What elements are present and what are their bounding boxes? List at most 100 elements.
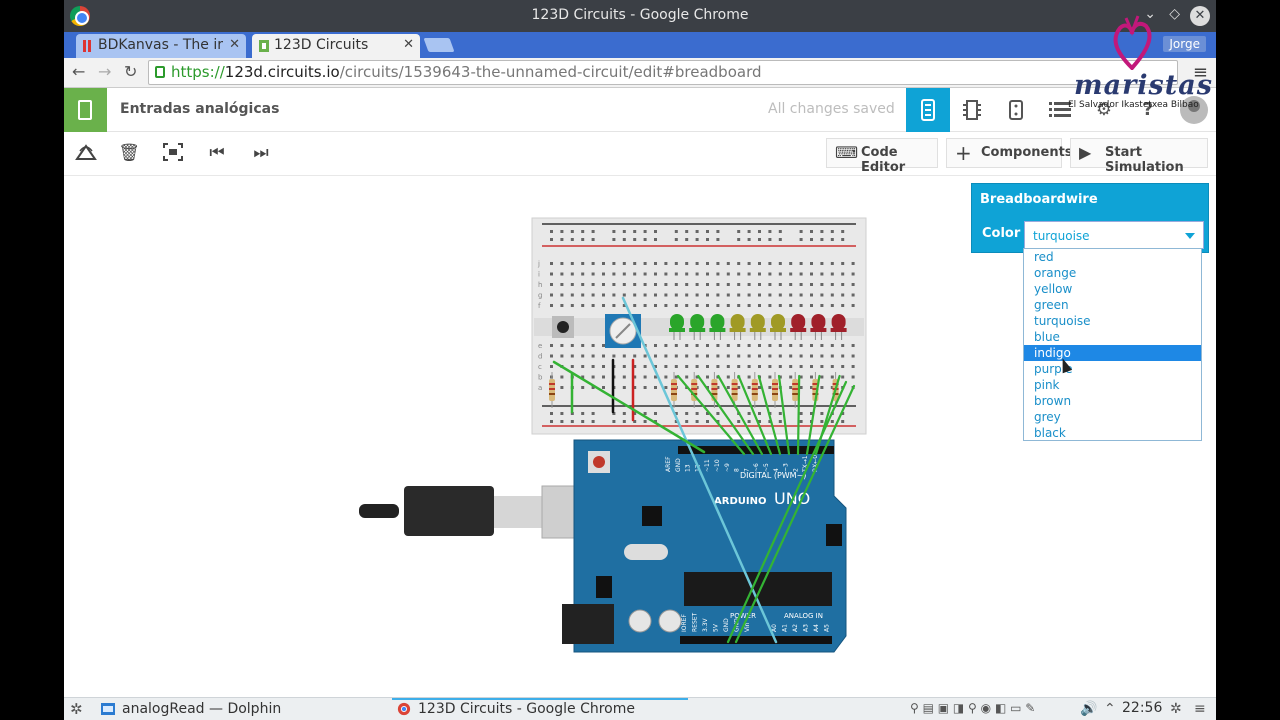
resistor[interactable] (772, 372, 778, 408)
tab-123d-circuits[interactable]: 123D Circuits ✕ (252, 34, 420, 58)
help-button[interactable]: ? (1126, 88, 1170, 132)
led[interactable] (770, 314, 786, 340)
maximize-icon[interactable]: ◇ (1169, 6, 1180, 22)
user-avatar[interactable] (1180, 96, 1208, 124)
tray-expand-icon[interactable]: ⌃ (1104, 701, 1116, 717)
chrome-logo-icon (70, 6, 90, 26)
led[interactable] (689, 314, 706, 340)
address-bar: ← → ↻ https://123d.circuits.io/circuits/… (64, 58, 1216, 88)
back-icon[interactable]: ← (72, 62, 86, 81)
wire[interactable] (777, 374, 791, 456)
breadboard-view-button[interactable] (906, 88, 950, 132)
right-letterbox (1216, 0, 1280, 720)
maristas-logo-icon (1113, 15, 1152, 70)
color-option-pink[interactable]: pink (1034, 378, 1060, 392)
color-option-grey[interactable]: grey (1034, 410, 1061, 424)
fit-view-button[interactable] (161, 143, 185, 166)
chrome-menu-icon[interactable]: ≡ (1192, 62, 1208, 83)
question-icon: ? (1142, 99, 1154, 120)
parts-list-button[interactable] (1038, 88, 1082, 132)
resistor[interactable] (792, 372, 799, 408)
schematic-view-button[interactable] (950, 88, 994, 132)
color-option-green[interactable]: green (1034, 298, 1069, 312)
minimize-icon[interactable]: ⌄ (1144, 6, 1156, 22)
wire[interactable] (697, 374, 755, 456)
start-simulation-button[interactable]: ▶ Start Simulation (1070, 138, 1208, 175)
wire[interactable] (726, 380, 848, 644)
pin-label: 7 (743, 468, 750, 472)
pin-label: RX←0 (812, 455, 819, 472)
color-option-blue[interactable]: blue (1034, 330, 1060, 344)
url-input[interactable]: https://123d.circuits.io/circuits/153964… (148, 60, 1178, 85)
pcb-view-button[interactable] (994, 88, 1038, 132)
led-row[interactable] (669, 314, 847, 340)
led[interactable] (749, 314, 766, 340)
wires[interactable] (552, 296, 856, 644)
color-option-turquoise[interactable]: turquoise (1034, 314, 1091, 328)
code-editor-button[interactable]: ⌨ Code Editor (826, 138, 938, 175)
pin-label: AREF (665, 456, 672, 472)
led[interactable] (790, 314, 807, 340)
task-chrome[interactable]: 123D Circuits - Google Chrome (392, 698, 688, 720)
settings-button[interactable]: ⚙ (1082, 88, 1126, 132)
wire[interactable] (717, 374, 764, 456)
rotate-button[interactable] (74, 143, 98, 166)
taskbar-menu-icon[interactable]: ≡ (1194, 701, 1206, 717)
wire[interactable] (737, 374, 773, 456)
bdkanvas-favicon-icon (83, 40, 91, 52)
color-option-yellow[interactable]: yellow (1034, 282, 1073, 296)
skip-start-button[interactable]: ⏮ (205, 143, 229, 163)
skip-end-button[interactable]: ⏭ (249, 143, 273, 163)
app-logo[interactable] (64, 88, 107, 132)
tray-icons[interactable]: ⚲ ▤ ▣ ◨ ⚲ ◉ ◧ ▭ ✎ (910, 701, 1036, 715)
pushbutton[interactable] (552, 316, 574, 338)
close-tab-icon[interactable]: ✕ (403, 37, 414, 52)
play-icon: ▶ (1079, 143, 1092, 162)
wire[interactable] (805, 374, 821, 456)
folder-icon (101, 703, 115, 715)
wire[interactable] (734, 384, 856, 644)
pin-label: 3.3V (702, 617, 709, 632)
wire[interactable] (796, 374, 801, 456)
kde-menu-icon[interactable]: ✲ (70, 700, 83, 718)
close-window-button[interactable]: ✕ (1190, 6, 1210, 26)
close-tab-icon[interactable]: ✕ (229, 37, 240, 52)
resistor[interactable] (549, 372, 555, 408)
potentiometer[interactable] (605, 314, 641, 348)
resistor[interactable] (671, 372, 677, 408)
project-name[interactable]: Entradas analógicas (120, 101, 280, 117)
resistor[interactable] (751, 372, 758, 408)
delete-button[interactable]: 🗑 (117, 143, 141, 163)
resistor[interactable] (731, 372, 738, 408)
color-select[interactable]: turquoise (1024, 221, 1204, 249)
led[interactable] (669, 314, 685, 340)
task-dolphin[interactable]: analogRead — Dolphin (96, 700, 386, 720)
forward-icon[interactable]: → (98, 62, 112, 81)
components-button[interactable]: + Components (946, 138, 1073, 168)
arduino-uno[interactable]: ARDUINO UNO DIGITAL (PWM~) POWER ANALOG … (562, 439, 847, 653)
color-option-brown[interactable]: brown (1034, 394, 1072, 408)
wire[interactable] (676, 374, 746, 456)
pcb-icon (1009, 100, 1023, 120)
color-option-purple[interactable]: purple (1034, 362, 1073, 376)
color-option-orange[interactable]: orange (1034, 266, 1077, 280)
profile-button[interactable]: Jorge (1163, 36, 1206, 52)
tab-bdkanvas[interactable]: BDKanvas - The ir ✕ (76, 34, 246, 58)
reload-icon[interactable]: ↻ (124, 62, 138, 81)
chip-icon (963, 100, 981, 120)
led[interactable] (830, 314, 847, 340)
color-option-black[interactable]: black (1034, 426, 1066, 440)
maristas-brand: maristas (1074, 70, 1213, 101)
led[interactable] (709, 314, 726, 340)
kde-connect-icon[interactable]: ✲ (1170, 701, 1182, 717)
led[interactable] (810, 314, 827, 340)
led[interactable] (729, 314, 746, 340)
color-option-indigo[interactable]: indigo (1024, 345, 1201, 361)
color-option-red[interactable]: red (1034, 250, 1054, 264)
wire[interactable] (757, 374, 782, 456)
volume-icon[interactable]: 🔊 (1080, 701, 1098, 717)
new-tab-button[interactable] (423, 38, 455, 52)
pin-label: A5 (824, 624, 831, 632)
